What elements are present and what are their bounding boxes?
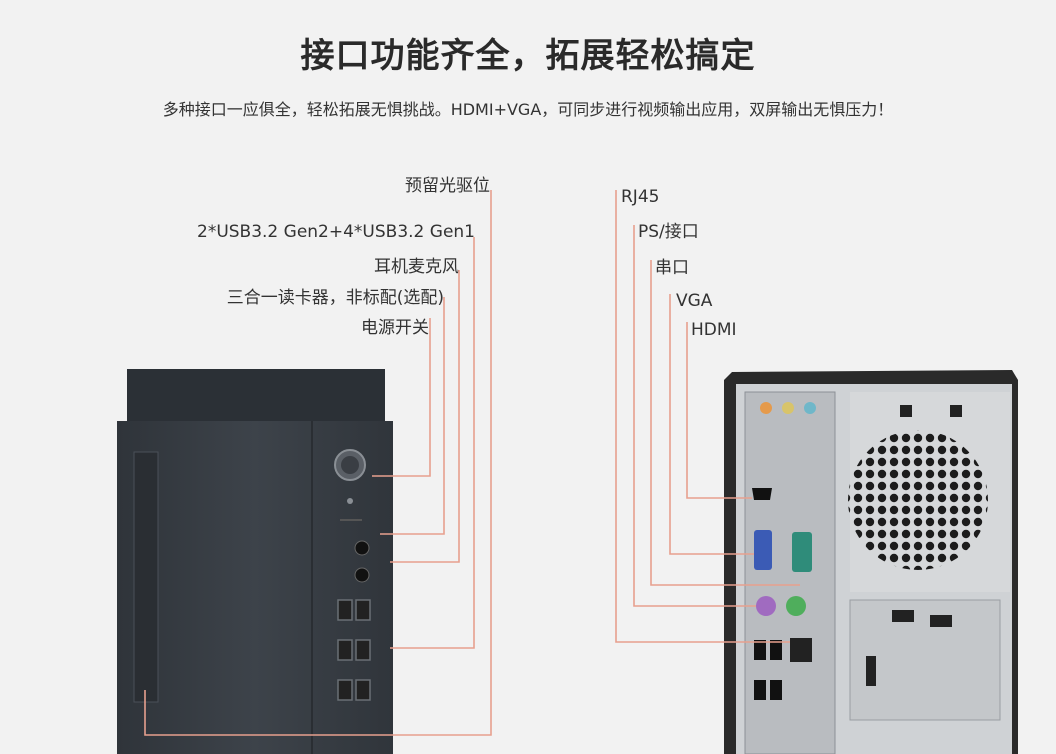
label-audio-jack: 耳机麦克风: [374, 257, 459, 277]
label-card-reader: 三合一读卡器，非标配(选配): [226, 288, 444, 308]
label-hdmi: HDMI: [691, 320, 737, 340]
audio-jack-blue: [804, 402, 816, 414]
page-subtitle: 多种接口一应俱全，轻松拓展无惧挑战。HDMI+VGA，可同步进行视频输出应用，双…: [162, 100, 894, 119]
front-leader-lines: [144, 190, 492, 736]
rear-serial-port: [792, 532, 812, 572]
rear-leader-lines: [615, 190, 800, 643]
rear-ps2-keyboard: [756, 596, 776, 616]
page-title: 接口功能齐全，拓展轻松搞定: [300, 36, 756, 76]
label-serial: 串口: [655, 258, 689, 278]
front-top-cap: [127, 369, 385, 421]
headphone-jack: [354, 540, 370, 556]
fan-grille: [848, 430, 988, 570]
rear-rj45-port: [790, 638, 812, 662]
label-optical-drive: 预留光驱位: [405, 176, 490, 196]
optical-drive-bay: [133, 451, 159, 703]
rear-ps2-mouse: [786, 596, 806, 616]
front-tower: [117, 369, 393, 754]
label-usb-ports: 2*USB3.2 Gen2+4*USB3.2 Gen1: [197, 222, 475, 242]
audio-jack-lime: [782, 402, 794, 414]
audio-jack-orange: [760, 402, 772, 414]
label-vga: VGA: [676, 291, 713, 311]
rear-tower: [724, 370, 1018, 754]
label-power-switch: 电源开关: [361, 318, 429, 338]
front-usb-ports: [337, 599, 371, 701]
label-ps2: PS/接口: [638, 222, 699, 242]
rear-vga-port: [754, 530, 772, 570]
rear-hdmi-port: [752, 488, 772, 500]
mic-jack: [354, 567, 370, 583]
power-led: [347, 498, 353, 504]
label-rj45: RJ45: [621, 187, 660, 207]
